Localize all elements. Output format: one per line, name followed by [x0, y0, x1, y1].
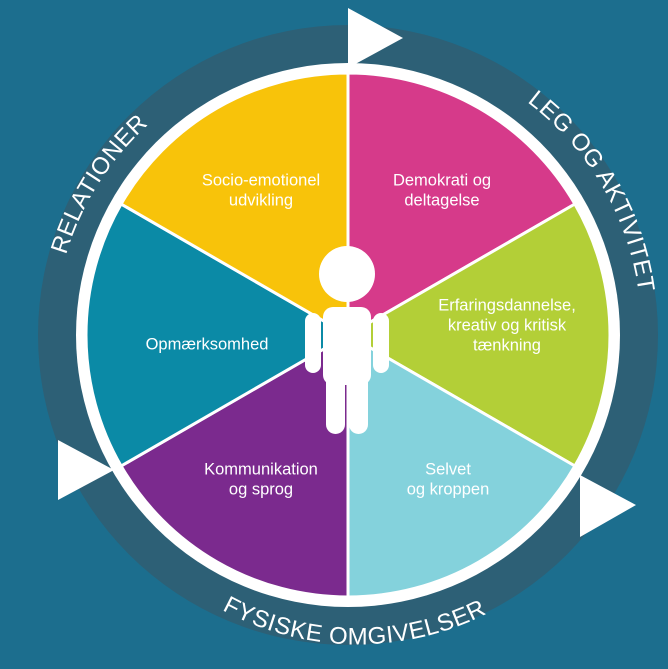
segment-attention	[119, 71, 350, 338]
segment-label-self-body: Selvet og kroppen	[407, 460, 490, 498]
segments-layer: Socio-emotionel udvikling Demokrati og delt…	[84, 71, 612, 599]
segment-label-line: Selvet	[425, 460, 471, 478]
segment-communication	[84, 201, 352, 469]
segment-label-attention: Opmærksomhed	[146, 335, 269, 353]
segment-label-socio-emotional: Socio-emotionel udvikling	[202, 171, 320, 209]
segment-label-line: Erfaringsdannelse,	[438, 296, 576, 314]
segment-label-line: Socio-emotionel	[202, 171, 320, 189]
segment-label-line: og kroppen	[407, 480, 490, 498]
segment-self-body	[119, 332, 350, 599]
segment-democracy	[344, 201, 612, 469]
segment-label-communication: Kommunikation og sprog	[204, 460, 318, 498]
play-triangle-icon	[58, 440, 114, 500]
segment-label-line: udvikling	[229, 191, 293, 209]
segment-label-line: deltagelse	[404, 191, 479, 209]
segment-label-line: tænkning	[473, 336, 541, 354]
play-triangle-icon	[580, 475, 636, 537]
child-figure-icon	[305, 246, 389, 434]
segment-label-line: og sprog	[229, 480, 293, 498]
segment-socio-emotional	[346, 71, 577, 338]
segment-label-democracy: Demokrati og deltagelse	[393, 171, 491, 209]
play-triangle-icon	[348, 8, 403, 68]
segment-label-experience: Erfaringsdannelse, kreativ og kritisk tænk…	[438, 296, 576, 354]
segment-label-line: Kommunikation	[204, 460, 318, 478]
segment-label-line: Demokrati og	[393, 171, 491, 189]
segment-label-line: kreativ og kritisk	[448, 316, 567, 334]
segment-experience	[346, 332, 577, 599]
segment-label-line: Opmærksomhed	[146, 335, 269, 353]
